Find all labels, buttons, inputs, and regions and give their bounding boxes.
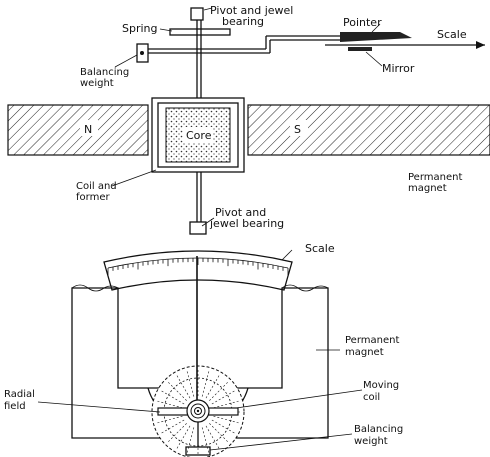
label-radial-field-line1: Radial	[4, 389, 35, 400]
field-line	[166, 423, 187, 444]
bottom-pivot-bearing	[189, 221, 207, 235]
label-core: Core	[186, 129, 212, 142]
field-line	[159, 419, 185, 435]
label-balancing-weight-bottom-line1: Balancing	[354, 424, 403, 435]
label-mirror: Mirror	[382, 62, 415, 75]
field-line	[166, 380, 187, 401]
label-pivot-top-line1: Pivot and jewel	[210, 4, 293, 17]
label-permanent-magnet-top-line2: magnet	[408, 183, 447, 194]
field-line	[205, 425, 221, 451]
label-scale-top: Scale	[437, 28, 467, 41]
label-coil-former-line1: Coil and	[76, 181, 117, 192]
label-spring: Spring	[122, 22, 158, 35]
field-line	[211, 389, 237, 405]
field-line	[175, 373, 191, 399]
label-moving-coil-line2: coil	[363, 392, 380, 403]
field-line	[175, 425, 191, 451]
field-line	[209, 423, 230, 444]
field-line	[201, 427, 210, 455]
label-balancing-weight-top-line1: Balancing	[80, 67, 129, 78]
label-pointer: Pointer	[343, 16, 382, 29]
label-pivot-bottom-line1: Pivot and	[215, 206, 266, 219]
label-radial-field-line2: field	[4, 401, 26, 412]
field-line	[186, 369, 195, 397]
label-balancing-weight-bottom-line2: weight	[354, 436, 388, 447]
label-balancing-weight-top-line2: weight	[80, 78, 114, 89]
field-line	[213, 400, 241, 409]
label-north: N	[84, 123, 92, 136]
top-view	[7, 7, 490, 235]
scale-bottom	[103, 250, 293, 291]
field-line	[155, 415, 183, 424]
field-line	[186, 427, 195, 455]
label-pivot-top-line2: bearing	[222, 15, 264, 28]
south-pole	[247, 104, 490, 156]
label-permanent-magnet-top-line1: Permanent	[408, 172, 462, 183]
front-view	[37, 249, 363, 457]
coil-former	[151, 97, 245, 173]
radial-field-lines	[154, 368, 242, 456]
label-south: S	[294, 123, 301, 136]
spring	[169, 28, 231, 36]
label-scale-bottom: Scale	[305, 242, 335, 255]
label-moving-coil-line1: Moving	[363, 380, 399, 391]
label-pivot-bottom-line2: jewel bearing	[209, 217, 284, 230]
field-line	[209, 380, 230, 401]
field-line	[201, 369, 210, 397]
field-line	[155, 400, 183, 409]
scale-ticks	[107, 258, 289, 275]
north-pole	[7, 104, 149, 156]
field-line	[159, 389, 185, 405]
field-line	[213, 415, 241, 424]
label-permanent-magnet-bottom-line2: magnet	[345, 347, 384, 358]
pointer	[340, 32, 412, 42]
mirror	[348, 47, 372, 51]
field-line	[211, 419, 237, 435]
label-permanent-magnet-bottom-line1: Permanent	[345, 335, 399, 346]
top-pivot-bearing	[190, 7, 204, 21]
field-line	[205, 373, 221, 399]
label-coil-former-line2: former	[76, 192, 110, 203]
